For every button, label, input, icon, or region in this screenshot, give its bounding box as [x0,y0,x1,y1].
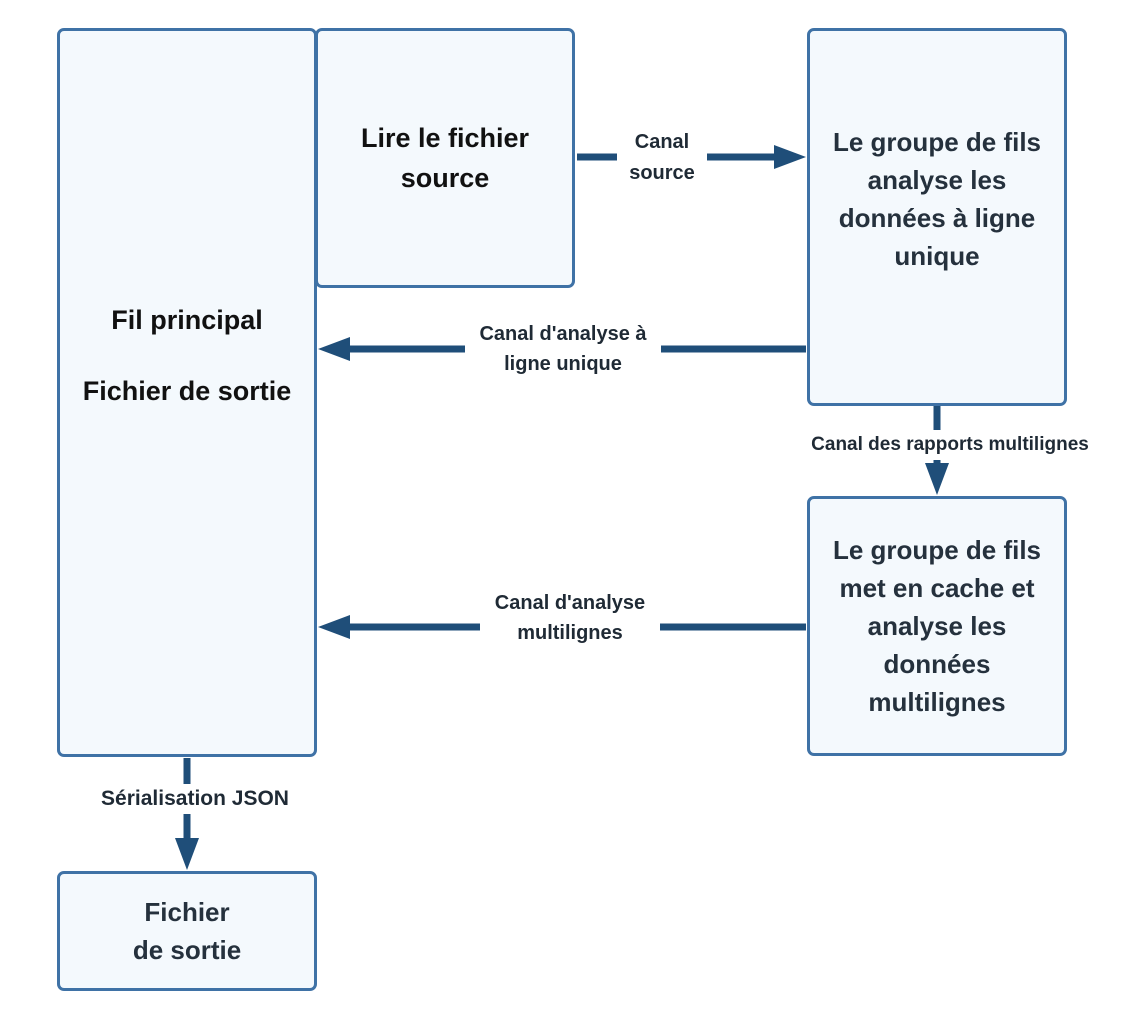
source-channel-label-line: Canal [634,131,690,153]
multi-channel-label: Canal d'analyse multilignes [480,588,660,648]
json-serialization-label: Sérialisation JSON [82,784,308,814]
source-channel-label: Canal source [617,127,707,189]
arrowhead-multi-report-channel [925,463,949,495]
single-line-pool-line: Le groupe de fils [832,127,1042,157]
arrowhead-single-channel [318,337,350,361]
read-source-box: Lire le fichier source [315,28,575,288]
single-channel-label-line: Canal d'analyse à [479,323,647,345]
multi-channel-label-line: Canal d'analyse [494,592,646,614]
multi-line-pool-line: analyse les [867,611,1007,641]
multi-line-pool-box: Le groupe de fils met en cache et analys… [807,496,1067,756]
single-channel-label-line: ligne unique [504,353,622,375]
output-file-box: Fichier de sortie [57,871,317,991]
arrowhead-source-channel [774,145,806,169]
multi-line-pool-line: données [883,649,991,679]
single-line-pool-line: unique [894,241,980,271]
multi-report-channel-label: Canal des rapports multilignes [800,430,1100,460]
arrowhead-json [175,838,199,870]
single-line-pool-box: Le groupe de fils analyse les données à … [807,28,1067,406]
main-thread-box: Fil principal Fichier de sortie [57,28,317,757]
read-source-line: Lire le fichier [360,123,530,153]
multi-channel-label-line: multilignes [517,622,623,644]
json-serialization-label-text: Sérialisation JSON [101,787,289,810]
multi-line-pool-line: Le groupe de fils [832,535,1042,565]
main-thread-subtitle: Fichier de sortie [82,376,292,406]
output-file-line: de sortie [132,935,242,965]
read-source-line: source [400,163,490,193]
single-line-pool-line: analyse les [867,165,1007,195]
source-channel-label-line: source [629,162,695,184]
multi-line-pool-line: met en cache et [839,573,1035,603]
output-file-line: Fichier [144,897,230,927]
arrowhead-multi-channel [318,615,350,639]
single-channel-label: Canal d'analyse à ligne unique [465,319,661,379]
multi-line-pool-line: multilignes [868,687,1006,717]
main-thread-title: Fil principal [111,305,263,335]
multi-report-channel-label-text: Canal des rapports multilignes [811,434,1089,455]
single-line-pool-line: données à ligne [838,203,1036,233]
